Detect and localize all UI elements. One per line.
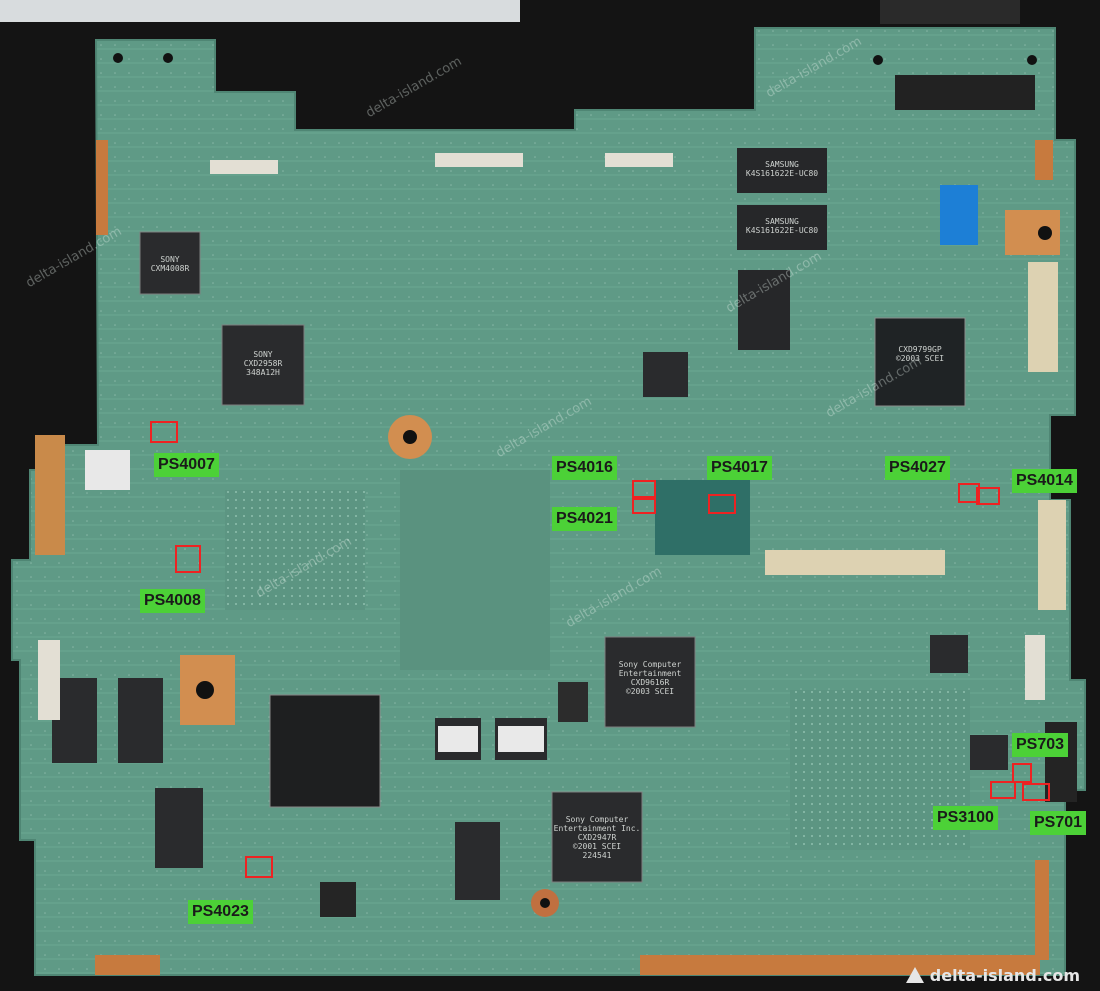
label-ps4021: PS4021 — [552, 507, 617, 531]
chip-text-line: SAMSUNG — [765, 160, 799, 169]
chip-text-line: CXM4008R — [150, 264, 190, 273]
samsung-ram-2 — [737, 205, 827, 250]
label-ps4023: PS4023 — [188, 900, 253, 924]
chip-text-line: CXD9616R — [630, 678, 670, 687]
chip-label-cxd9799: CXD9799GP ©2003 SCEI — [875, 345, 965, 363]
delta-logo-icon — [905, 967, 924, 983]
chip-text-line: Entertainment Inc. — [553, 824, 641, 833]
marker-ps4016 — [632, 480, 656, 498]
marker-ps4027 — [958, 483, 980, 503]
label-ps4008: PS4008 — [140, 589, 205, 613]
watermark-logo-text: delta-island.com — [929, 966, 1080, 985]
marker-ps4007 — [150, 421, 178, 443]
label-ps3100: PS3100 — [933, 806, 998, 830]
chip-text-line: 348A12H — [246, 368, 280, 377]
chip-label-cxm4008r: SONY CXM4008R — [140, 255, 200, 273]
cxd9616r-chip — [604, 636, 696, 728]
watermark-logo: delta-island.com — [905, 966, 1080, 985]
chip-text-line: CXD2958R — [243, 359, 283, 368]
chip-text-line: CXD2947R — [577, 833, 617, 842]
chip-text-line: SONY — [253, 350, 273, 359]
chip-text-line: SONY — [160, 255, 180, 264]
chip-text-line: ©2003 SCEI — [625, 687, 675, 696]
bga-chip-left — [269, 694, 381, 808]
label-ps4016: PS4016 — [552, 456, 617, 480]
marker-ps4023 — [245, 856, 273, 878]
chip-text-line: ©2001 SCEI — [572, 842, 622, 851]
marker-ps4017 — [708, 494, 736, 514]
marker-ps3100 — [990, 781, 1016, 799]
chip-text-line: Entertainment — [618, 669, 682, 678]
chip-label-samsung-2: SAMSUNG K4S161622E-UC80 — [737, 217, 827, 235]
marker-ps4021 — [632, 498, 656, 514]
cxm4008r-chip — [139, 231, 201, 295]
label-ps4014: PS4014 — [1012, 469, 1077, 493]
cxd2947r-chip — [551, 791, 643, 883]
label-ps701: PS701 — [1030, 811, 1087, 835]
chip-text-line: SAMSUNG — [765, 217, 799, 226]
chip-text-line: Sony Computer — [565, 815, 629, 824]
cxd2958r-chip — [221, 324, 305, 406]
label-ps4027: PS4027 — [885, 456, 950, 480]
chip-text-line: CXD9799GP — [898, 345, 942, 354]
label-ps4007: PS4007 — [154, 453, 219, 477]
chip-label-cxd2947r: Sony Computer Entertainment Inc. CXD2947… — [552, 815, 642, 860]
chip-label-cxd9616r: Sony Computer Entertainment CXD9616R ©20… — [605, 660, 695, 696]
chip-text-line: K4S161622E-UC80 — [745, 169, 819, 178]
chip-text-line: 224541 — [582, 851, 612, 860]
chip-text-line: Sony Computer — [618, 660, 682, 669]
marker-ps4014 — [976, 487, 1000, 505]
samsung-ram-1 — [737, 148, 827, 193]
cxd9799-chip — [874, 317, 966, 407]
chip-text-line: K4S161622E-UC80 — [745, 226, 819, 235]
chip-label-samsung-1: SAMSUNG K4S161622E-UC80 — [737, 160, 827, 178]
chip-label-cxd2958r: SONY CXD2958R 348A12H — [222, 350, 304, 377]
marker-ps701 — [1022, 783, 1050, 801]
chip-text-line: ©2003 SCEI — [895, 354, 945, 363]
marker-ps703 — [1012, 763, 1032, 783]
label-ps703: PS703 — [1012, 733, 1069, 757]
marker-ps4008 — [175, 545, 201, 573]
label-ps4017: PS4017 — [707, 456, 772, 480]
